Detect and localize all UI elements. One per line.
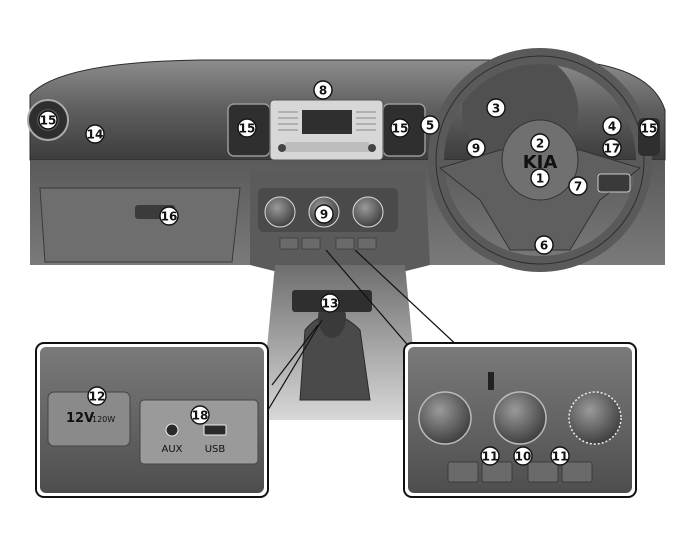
callout-9: 9 [314, 204, 334, 224]
callout-16: 16 [159, 206, 179, 226]
usb-port-icon [203, 424, 227, 436]
svg-text:18: 18 [192, 409, 209, 423]
aux-label: AUX [161, 444, 182, 455]
svg-text:16: 16 [161, 210, 178, 224]
svg-text:7: 7 [574, 180, 582, 194]
svg-text:15: 15 [40, 114, 57, 128]
callout-7: 7 [568, 176, 588, 196]
svg-text:9: 9 [472, 142, 480, 156]
callout-15: 15 [639, 118, 659, 138]
svg-text:14: 14 [87, 128, 104, 142]
svg-text:11: 11 [482, 450, 499, 464]
svg-text:15: 15 [641, 122, 658, 136]
svg-text:12: 12 [89, 390, 106, 404]
svg-text:10: 10 [515, 450, 532, 464]
svg-text:11: 11 [552, 450, 569, 464]
callout-11: 11 [480, 446, 500, 466]
svg-text:8: 8 [319, 84, 327, 98]
callout-10: 10 [513, 446, 533, 466]
leader-left-b [271, 324, 319, 386]
leader-right-b [354, 249, 463, 351]
svg-text:3: 3 [492, 102, 500, 116]
callout-4: 4 [602, 116, 622, 136]
svg-text:4: 4 [608, 120, 616, 134]
power-label: 12V [66, 411, 94, 426]
svg-text:15: 15 [392, 122, 409, 136]
climate-knob-right [352, 196, 384, 228]
callout-15: 15 [390, 118, 410, 138]
inset-knob-left [418, 391, 472, 445]
leader-left-a [261, 319, 323, 421]
callout-14: 14 [85, 124, 105, 144]
callout-12: 12 [87, 386, 107, 406]
callout-15: 15 [38, 110, 58, 130]
usb-aux-panel [139, 399, 259, 465]
climate-knob-left [264, 196, 296, 228]
svg-text:9: 9 [320, 208, 328, 222]
brand-logo: KIA [523, 152, 558, 173]
callout-13: 13 [320, 293, 340, 313]
callout-3: 3 [486, 98, 506, 118]
inset-knob-right [568, 391, 622, 445]
callout-15: 15 [237, 118, 257, 138]
callout-1: 1 [530, 168, 550, 188]
svg-text:5: 5 [426, 119, 434, 133]
usb-label: USB [205, 444, 226, 455]
callout-17: 17 [602, 138, 622, 158]
glovebox [39, 187, 241, 263]
svg-text:2: 2 [536, 137, 544, 151]
steering-hub [501, 119, 579, 201]
svg-text:1: 1 [536, 172, 544, 186]
callout-5: 5 [420, 115, 440, 135]
svg-text:15: 15 [239, 122, 256, 136]
audio-display [302, 110, 352, 134]
callout-9: 9 [466, 138, 486, 158]
callout-6: 6 [534, 235, 554, 255]
callout-2: 2 [530, 133, 550, 153]
svg-text:6: 6 [540, 239, 548, 253]
svg-text:17: 17 [604, 142, 621, 156]
svg-text:13: 13 [322, 297, 339, 311]
inset-buttons [447, 461, 593, 483]
inset-climate-slot [488, 372, 494, 390]
callout-18: 18 [190, 405, 210, 425]
inset-knob-center [493, 391, 547, 445]
callout-8: 8 [313, 80, 333, 100]
power-watt: 120W [92, 415, 115, 424]
ignition-switch [597, 173, 631, 193]
callout-11: 11 [550, 446, 570, 466]
aux-jack-icon [165, 423, 179, 437]
climate-buttons [279, 237, 377, 250]
leader-right-a [325, 249, 413, 351]
